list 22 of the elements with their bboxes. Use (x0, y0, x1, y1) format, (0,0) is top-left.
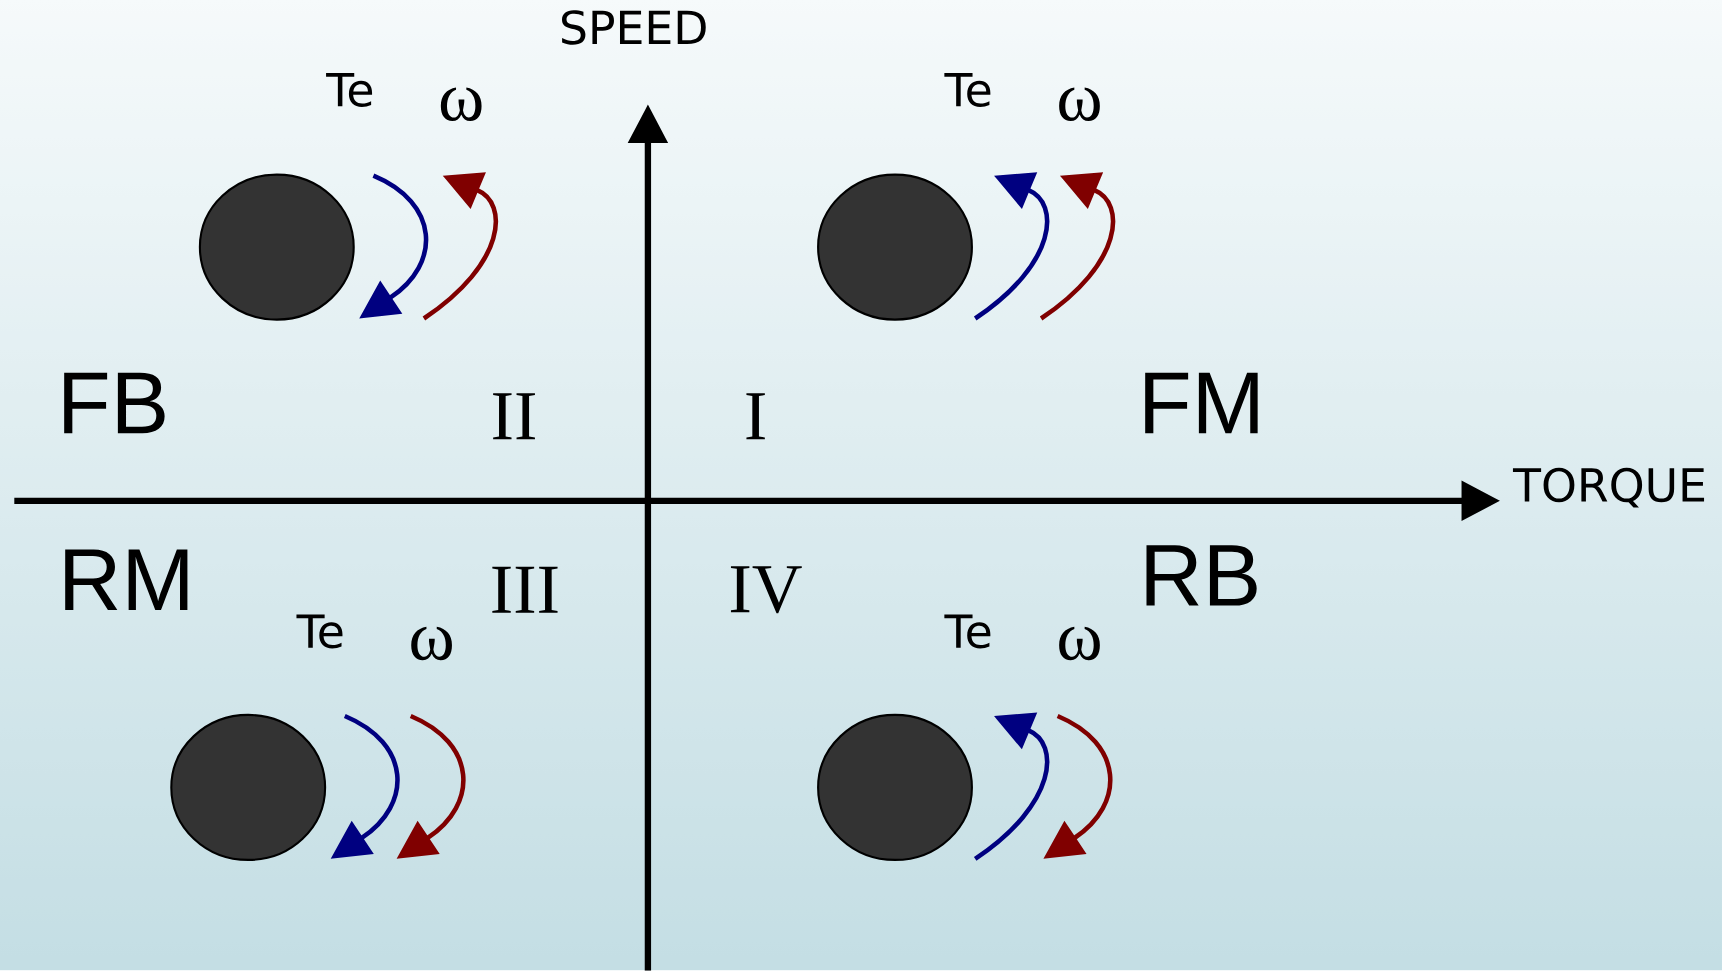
quadrant-number: II (493, 393, 535, 440)
axis-label: TORQUE (1512, 467, 1705, 508)
motor-disc (817, 713, 973, 862)
quadrant-number: III (492, 566, 558, 613)
motor-disc (170, 713, 327, 862)
quadrant-number: I (746, 393, 765, 440)
quadrant-number: IV (730, 566, 802, 614)
speed-symbol: ω (411, 626, 452, 661)
motor-disc (817, 173, 973, 321)
mode-label: RB (1146, 545, 1257, 606)
speed-symbol: ω (1059, 87, 1100, 122)
speed-symbol: ω (440, 87, 482, 122)
motor-disc (198, 173, 355, 321)
axis-label: SPEED (562, 10, 706, 45)
mode-label: RM (65, 549, 188, 611)
speed-symbol: ω (1059, 626, 1100, 661)
torque-symbol: Te (296, 614, 343, 649)
torque-symbol: Te (944, 614, 991, 649)
torque-symbol: Te (326, 73, 373, 108)
mode-label: FM (1145, 372, 1258, 434)
torque-symbol: Te (944, 73, 991, 108)
mode-label: FB (64, 372, 165, 434)
